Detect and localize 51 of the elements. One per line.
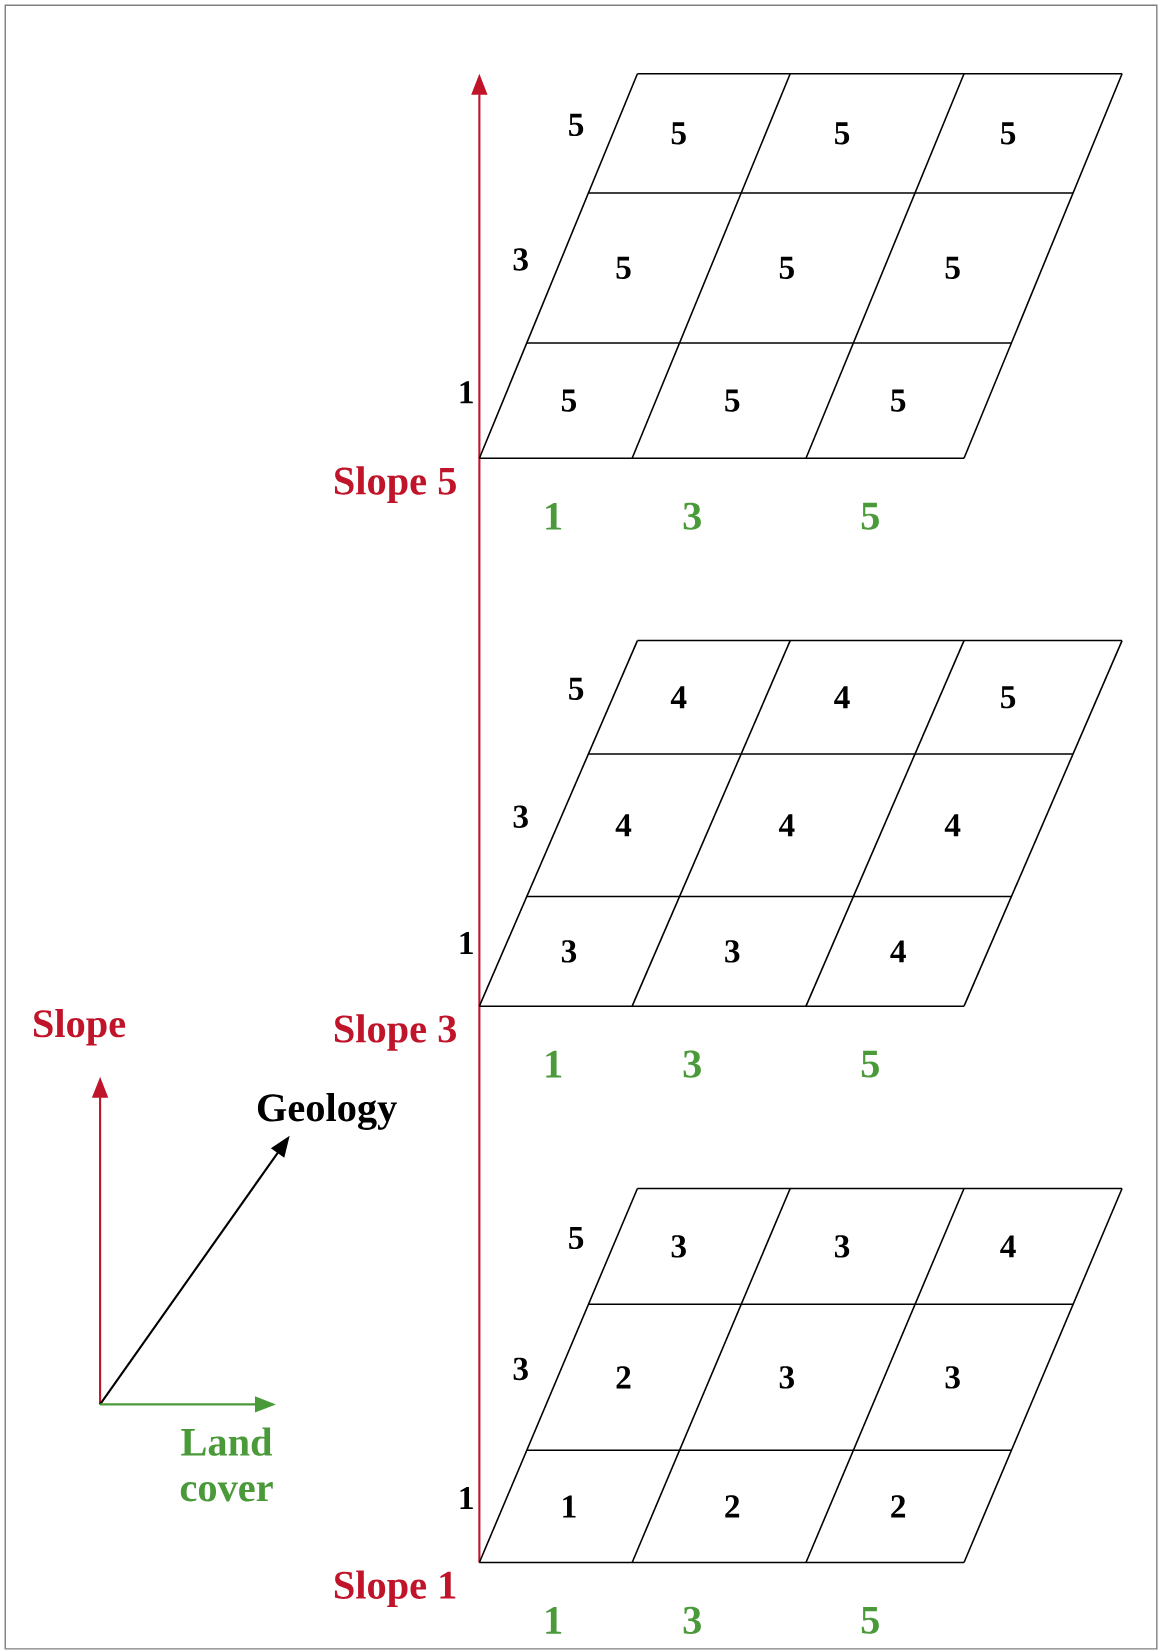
axis-tick-label: 5 (569, 677, 584, 700)
axis-label: Land cover (180, 1427, 273, 1502)
axis-label: Slope 1 (334, 1570, 456, 1608)
axis-tick-label: 1 (460, 381, 473, 404)
cell-value: 5 (1001, 122, 1016, 145)
cell-value: 2 (725, 1495, 740, 1518)
axis-tick-label: 1 (546, 502, 562, 530)
axis-tick-label: 3 (683, 1606, 701, 1634)
cell-value: 5 (561, 389, 576, 412)
cell-value: 5 (671, 122, 686, 145)
cell-value: 4 (670, 686, 687, 709)
axis-tick-label: 3 (513, 248, 528, 271)
cell-value: 5 (834, 122, 850, 145)
axis-label: Geology (257, 1093, 397, 1130)
cell-value: 5 (779, 256, 794, 279)
axis-tick-label: 5 (569, 1226, 584, 1250)
cell-value: 5 (945, 256, 960, 279)
cell-value: 4 (944, 814, 961, 837)
axis-label: Slope 5 (334, 466, 456, 503)
axis-label: Slope (34, 1008, 126, 1046)
cell-value: 5 (1001, 686, 1016, 709)
axis-tick-label: 5 (861, 502, 879, 530)
axis-tick-label: 5 (861, 1606, 879, 1634)
cell-value: 4 (834, 686, 850, 709)
cell-value: 5 (616, 256, 631, 279)
cell-value: 5 (725, 389, 740, 412)
cell-value: 2 (616, 1366, 631, 1389)
cell-value: 5 (891, 389, 906, 412)
cell-value: 3 (945, 1366, 960, 1389)
cell-value: 4 (890, 940, 906, 963)
cell-value: 4 (778, 814, 795, 837)
axis-tick-label: 1 (546, 1050, 562, 1078)
axis-tick-label: 3 (513, 1357, 528, 1381)
cell-value: 1 (563, 1495, 576, 1518)
cell-value: 2 (891, 1495, 906, 1518)
cell-value: 3 (834, 1235, 850, 1258)
cell-value: 3 (561, 940, 577, 963)
cell-value: 3 (671, 1235, 686, 1258)
cell-value: 4 (615, 814, 632, 837)
axis-tick-label: 1 (546, 1607, 562, 1634)
axis-tick-label: 1 (460, 1487, 473, 1509)
axis-tick-label: 5 (569, 113, 584, 137)
axis-tick-label: 3 (513, 805, 528, 828)
axis-tick-label: 3 (683, 502, 701, 530)
cell-value: 4 (1000, 1235, 1016, 1258)
cell-value: 3 (725, 940, 740, 963)
axis-tick-label: 1 (460, 931, 473, 954)
axis-tick-label: 3 (683, 1050, 701, 1078)
axis-label: Slope 3 (334, 1014, 456, 1051)
axis-tick-label: 5 (861, 1050, 879, 1078)
cell-value: 3 (779, 1366, 794, 1389)
